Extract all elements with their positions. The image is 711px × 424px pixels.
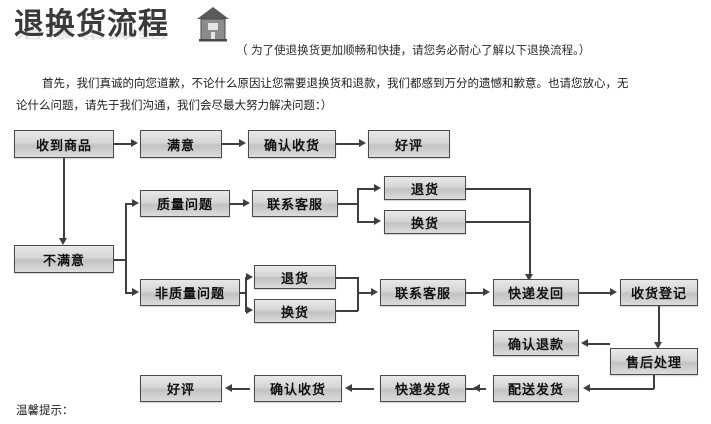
conn-unsatisfied-branch [125,203,127,293]
conn-branch-nonquality [125,292,134,294]
conn-shipout-confirm2 [350,388,374,390]
conn-exchange1-merge [466,221,530,223]
conn-service1-exchange1 [357,221,375,223]
arrow-service2-shipback [483,288,490,296]
arrow-branch-nonquality [132,288,139,296]
node-receipt-register[interactable]: 收货登记 [620,279,698,306]
arrow-nonquality-return2 [246,273,253,281]
footer-tip: 温馨提示： [16,403,74,417]
conn-return1-merge [466,188,530,190]
conn-unsatisfied-stem [114,259,126,261]
arrow-register-aftersale [654,342,662,349]
conn-confirm1-praise1 [336,143,360,145]
conn-service1-branch [357,188,359,222]
conn-register-aftersale [658,306,660,344]
arrow-shipback-register [610,288,617,296]
conn-nonquality-branch [245,277,247,311]
arrow-satisfied-confirm1 [239,139,246,147]
node-praise-1[interactable]: 好评 [368,130,450,158]
conn-shipback-register [579,292,611,294]
node-nonquality-issue[interactable]: 非质量问题 [140,279,240,306]
arrow-received-unsatisfied [59,238,67,245]
node-satisfied[interactable]: 满意 [140,130,222,158]
intro-line-1: 首先，我们真诚的向您道歉，不论什么原因让您需要退换货和退款，我们都感到万分的遗憾… [42,76,629,90]
conn-exchange2-merge [336,310,358,312]
node-return-2[interactable]: 退货 [254,265,336,289]
conn-merge2-vert [357,277,359,311]
node-return-1[interactable]: 退货 [384,176,466,200]
conn-aftersale-dispatch-v [653,375,655,389]
node-ship-out[interactable]: 快递发货 [380,375,466,402]
conn-branch-quality [125,203,134,205]
node-dispatch[interactable]: 配送发货 [493,375,579,402]
node-aftersale[interactable]: 售后处理 [610,348,698,375]
house-icon [197,7,229,42]
arrow-received-satisfied [131,139,138,147]
arrow-quality-service1 [243,199,250,207]
node-contact-service-2[interactable]: 联系客服 [380,279,466,306]
conn-service1-stem [338,203,358,205]
node-praise-2[interactable]: 好评 [140,375,222,402]
arrow-merge-shipback [525,274,533,281]
conn-quality-service1 [230,203,244,205]
arrow-service1-return1 [374,184,381,192]
conn-return2-merge [336,277,358,279]
conn-merge2-service2 [357,292,372,294]
conn-satisfied-confirm1 [222,143,240,145]
node-confirm-receipt-2[interactable]: 确认收货 [254,375,342,402]
node-confirm-refund[interactable]: 确认退款 [493,330,579,356]
arrow-service1-exchange1 [374,217,381,225]
arrow-branch-quality [132,199,139,207]
node-ship-back[interactable]: 快递发回 [493,279,579,306]
conn-received-unsatisfied [63,158,65,240]
conn-received-satisfied [114,143,132,145]
arrow-confirm2-praise2 [225,384,232,392]
node-exchange-1[interactable]: 换货 [384,210,466,234]
conn-service2-shipback [466,292,484,294]
page-title: 退换货流程 [14,7,169,42]
conn-aftersale-refund-h [588,343,610,345]
intro-line-2: 论什么问题，请先于我们沟通，我们会尽最大努力解决问题：） [16,98,333,112]
arrow-merge2-service2 [371,288,378,296]
node-exchange-2[interactable]: 换货 [254,299,336,323]
conn-aftersale-dispatch-h [590,388,654,390]
arrow-dispatch-shipout [473,384,480,392]
node-unsatisfied[interactable]: 不满意 [14,245,114,273]
page-title-wrap: 退换货流程 [14,8,169,42]
conn-merge-shipback [529,188,531,276]
conn-service1-return1 [357,188,375,190]
node-received[interactable]: 收到商品 [14,130,114,158]
arrow-aftersale-refund [581,339,588,347]
node-quality-issue[interactable]: 质量问题 [140,190,230,217]
header-note: （ 为了使退换货更加顺畅和快捷，请您务必耐心了解以下退换流程。） [236,43,591,57]
arrow-confirm1-praise1 [359,139,366,147]
arrow-aftersale-dispatch [583,384,590,392]
node-confirm-receipt-1[interactable]: 确认收货 [248,130,336,158]
node-contact-service-1[interactable]: 联系客服 [252,190,338,217]
arrow-nonquality-exchange2 [246,306,253,314]
conn-nonquality-stem [240,292,246,294]
intro-paragraph: 首先，我们真诚的向您道歉，不论什么原因让您需要退换货和退款，我们都感到万分的遗憾… [16,72,692,116]
arrow-shipout-confirm2 [345,384,352,392]
conn-confirm2-praise2 [230,388,250,390]
